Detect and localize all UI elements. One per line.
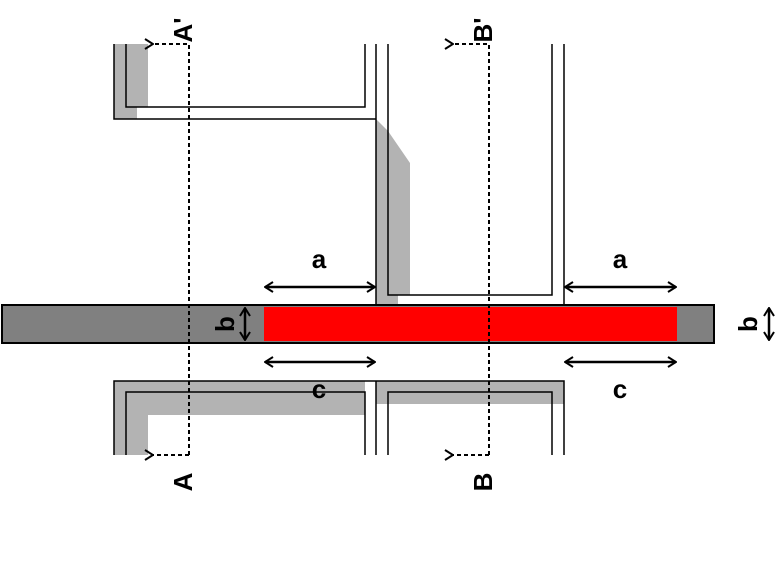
outer-edge <box>113 380 565 455</box>
shadow-left <box>114 381 365 455</box>
label-b: B <box>468 473 498 492</box>
inner-edge <box>125 44 366 108</box>
inner-edge <box>387 44 553 296</box>
label-a-prime: A' <box>168 18 198 43</box>
label-a: A <box>168 472 198 491</box>
red-region <box>264 307 677 341</box>
dim-a-right-label: a <box>613 244 628 274</box>
section-line-a <box>153 44 190 455</box>
shadow <box>114 44 148 119</box>
inner-edge-left <box>125 391 366 455</box>
slanted-shadow <box>376 119 410 305</box>
dim-a-left-label: a <box>312 244 327 274</box>
section-line-b <box>453 44 490 455</box>
top-right-structure <box>375 44 565 305</box>
outer-edge <box>113 44 376 120</box>
label-b-prime: B' <box>468 18 498 43</box>
dim-c-right-label: c <box>613 374 627 404</box>
inner-edge-right <box>387 391 553 455</box>
top-left-structure <box>113 44 376 120</box>
bottom-structure <box>113 380 565 455</box>
dim-b-right-label: b <box>733 316 763 332</box>
dim-b-left-label: b <box>210 316 240 332</box>
dim-c-left-label: c <box>312 374 326 404</box>
